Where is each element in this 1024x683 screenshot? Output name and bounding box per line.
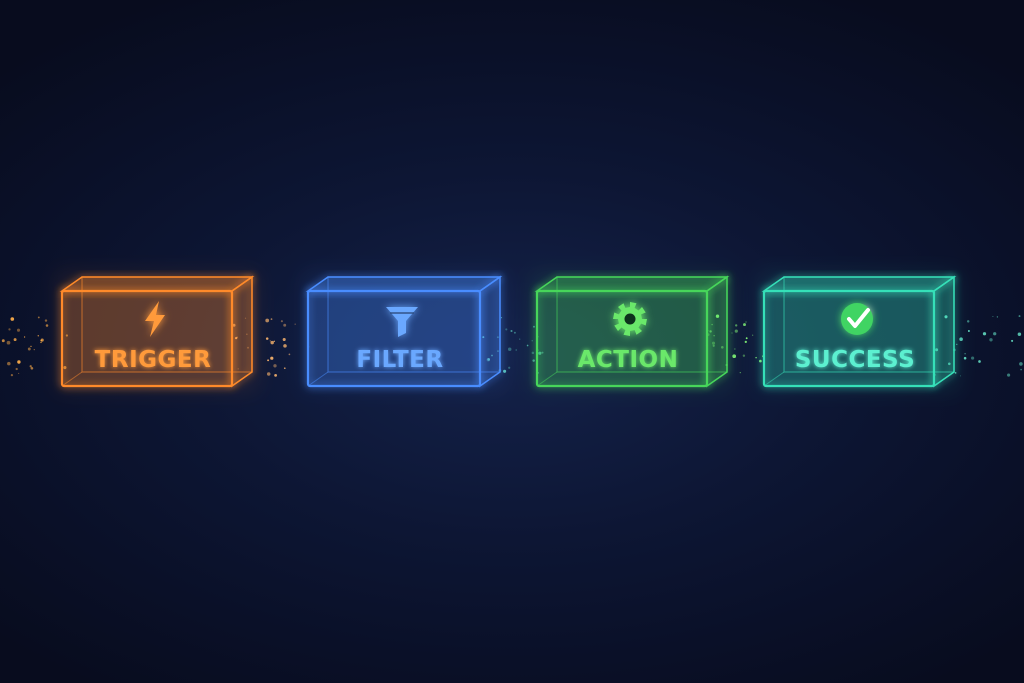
spark-particle (1017, 332, 1022, 336)
spark-particle (40, 341, 42, 344)
spark-particle (273, 340, 275, 342)
spark-particle (732, 354, 737, 359)
stage-label-trigger: TRIGGER (95, 347, 212, 373)
spark-particle (1018, 315, 1021, 318)
spark-particle (265, 318, 270, 323)
spark-particle (735, 324, 738, 327)
stage-box-filter: FILTER (302, 271, 506, 392)
spark-particle (13, 338, 17, 342)
spark-particle (273, 364, 277, 368)
spark-particle (283, 323, 287, 327)
stage-label-success: SUCCESS (795, 347, 915, 373)
spark-particle (1011, 339, 1014, 342)
stage-box-success: SUCCESS (758, 271, 960, 392)
spark-particle (37, 335, 40, 337)
spark-particle (37, 316, 40, 319)
stage-label-action: ACTION (578, 347, 679, 373)
funnel-icon (386, 307, 418, 337)
spark-particle (745, 337, 748, 340)
spark-particle (959, 337, 963, 341)
spark-particle (510, 329, 513, 333)
spark-particle (507, 347, 512, 351)
spark-particle (739, 371, 741, 374)
spark-particle (269, 340, 271, 342)
spark-particle (27, 347, 31, 351)
spark-particle (513, 331, 516, 334)
spark-particle (18, 372, 20, 374)
spark-particle (745, 321, 747, 323)
spark-particle (266, 372, 271, 376)
spark-particle (283, 344, 287, 348)
spark-particle (23, 336, 26, 338)
spark-particle (294, 323, 296, 325)
spark-particle (734, 348, 736, 350)
check-circle-icon (841, 303, 873, 335)
spark-particle (30, 345, 32, 348)
spark-particle (526, 344, 529, 347)
spark-particle (15, 367, 18, 371)
spark-particle (959, 375, 962, 377)
spark-particle (993, 332, 997, 336)
spark-particle (33, 348, 35, 351)
spark-particle (508, 366, 511, 369)
spark-particle (282, 337, 286, 342)
spark-particle (519, 338, 521, 340)
spark-particle (7, 361, 11, 366)
spark-particle (734, 329, 738, 333)
gear-icon (613, 302, 647, 336)
spark-particle (1007, 373, 1011, 377)
spark-particle (752, 334, 754, 336)
spark-particle (283, 367, 286, 370)
spark-particle (29, 365, 32, 368)
spark-particle (16, 328, 21, 332)
spark-particle (10, 373, 14, 377)
spark-particle (996, 316, 999, 318)
lightning-bolt-icon (145, 301, 165, 337)
spark-particle (989, 338, 993, 342)
spark-particle (982, 332, 987, 336)
spark-particle (1020, 368, 1022, 371)
spark-particle (744, 340, 747, 344)
spark-particle (755, 356, 757, 359)
spark-particle (967, 330, 970, 332)
spark-particle (515, 349, 517, 351)
spark-particle (8, 328, 11, 331)
spark-particle (963, 356, 967, 360)
spark-particle (966, 320, 970, 323)
spark-particle (971, 356, 975, 360)
spark-particle (274, 374, 277, 377)
spark-particle (1019, 362, 1023, 366)
spark-particle (40, 338, 44, 342)
spark-particle (270, 318, 273, 320)
spark-particle (964, 353, 966, 355)
spark-particle (30, 366, 34, 370)
spark-particle (270, 340, 274, 345)
spark-particle (44, 319, 48, 322)
spark-particle (288, 353, 291, 356)
spark-particle (267, 359, 270, 362)
spark-particle (10, 317, 15, 321)
spark-particle (270, 356, 274, 360)
stage-box-trigger: TRIGGER (56, 271, 258, 392)
spark-particle (742, 354, 746, 357)
spark-particle (265, 337, 269, 340)
spark-particle (978, 360, 981, 363)
spark-particle (17, 360, 21, 364)
spark-particle (992, 315, 994, 318)
spark-particle (1, 339, 5, 343)
spark-particle (743, 323, 746, 327)
stage-box-action: ACTION (531, 271, 733, 392)
spark-particle (6, 340, 11, 345)
stage-label-filter: FILTER (356, 347, 443, 373)
spark-particle (45, 324, 49, 327)
stage-boxes: TRIGGER FILTER ACTION SUCCESS (56, 271, 960, 392)
spark-particle (280, 320, 283, 323)
